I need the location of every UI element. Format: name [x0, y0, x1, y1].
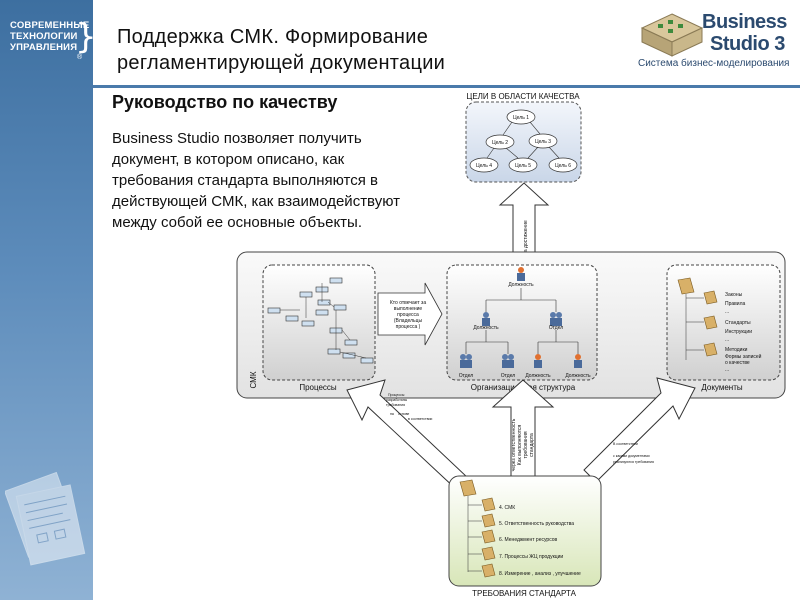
center-arrow-text: требования — [523, 431, 529, 458]
goal-label: Цель 4 — [476, 163, 492, 169]
doc-item-label: ... — [725, 309, 729, 315]
processes-label: Процессы — [299, 383, 337, 392]
logo-line-1: Business — [702, 11, 787, 33]
center-arrow — [491, 379, 555, 477]
org-node-label: Должность — [565, 373, 591, 379]
standard-title: ТРЕБОВАНИЯ СТАНДАРТА — [472, 589, 576, 598]
company-line-2: ТЕХНОЛОГИИ — [10, 31, 78, 42]
responsibility-line: процесса ) — [396, 324, 421, 330]
documents-panel — [666, 264, 781, 381]
company-line-1: СОВРЕМЕННЫЕ — [10, 20, 90, 31]
left-arrow-text: Процессы — [388, 393, 405, 397]
goal-label: Цель 3 — [535, 139, 551, 145]
left-arrow-text: в соответствии — [408, 417, 432, 421]
up-arrow — [498, 182, 550, 253]
title-line-1: Поддержка СМК. Формирование — [117, 26, 429, 48]
standard-item-label: 7. Процессы ЖЦ продукции — [499, 554, 563, 560]
doc-item-label: ... — [725, 337, 729, 343]
doc-item-label: ... — [725, 367, 729, 373]
goal-node — [548, 157, 578, 173]
person-icons — [460, 267, 582, 368]
doc-item-label: Инструкции — [725, 329, 752, 335]
body-line: действующей СМК, как взаимодействуют — [112, 193, 400, 210]
company-name: СОВРЕМЕННЫЕ ТЕХНОЛОГИИ УПРАВЛЕНИЯ — [10, 20, 89, 53]
title-line-2: регламентирующей документации — [117, 52, 446, 74]
responsibility-line: (Владельцы — [394, 318, 423, 324]
documents-label: Документы — [701, 383, 742, 392]
processes-panel — [262, 264, 376, 381]
goal-node — [528, 133, 558, 149]
center-arrow-text: через ответственность — [511, 418, 517, 471]
goal-node — [506, 109, 536, 125]
header-divider — [93, 85, 800, 88]
standard-item-label: 6. Менеджмент ресурсов — [499, 537, 558, 543]
sidebar: СОВРЕМЕННЫЕ ТЕХНОЛОГИИ УПРАВЛЕНИЯ } ® — [0, 0, 97, 600]
goal-label: Цель 6 — [555, 163, 571, 169]
smk-label: СМК — [249, 371, 258, 388]
left-arrow-text: на — [390, 412, 394, 416]
org-node-label: Отдел — [459, 373, 474, 379]
center-arrow-text: Как выполняются — [517, 425, 523, 466]
standard-item-label: 5. Ответственность руководства — [499, 521, 574, 527]
org-node-label: Должность — [508, 282, 534, 288]
cube-logo-icon — [640, 13, 704, 57]
brace-icon: } — [75, 17, 97, 57]
doc-item-label: Законы — [725, 292, 743, 298]
left-arrow-text: разработаны — [386, 398, 408, 402]
doc-item-label: Правила — [725, 301, 746, 307]
left-arrow-text: основе — [398, 412, 409, 416]
doc-item-label: Стандарты — [725, 320, 751, 326]
doc-item-label: Методики — [725, 347, 748, 353]
right-arrow-text: реализуются требования — [613, 460, 654, 464]
right-arrow-text: В соответствии — [613, 442, 638, 446]
section-subtitle: Руководство по качеству — [112, 92, 338, 112]
logo-line-2: Studio 3 — [710, 33, 785, 55]
up-arrow-label: На достижение — [523, 220, 529, 256]
company-line-3: УПРАВЛЕНИЯ — [10, 42, 78, 53]
org-panel — [446, 264, 598, 381]
org-node-label: Должность — [473, 325, 499, 331]
org-node-label: Отдел — [501, 373, 516, 379]
responsibility-line: выполнение — [394, 306, 423, 312]
responsibility-arrow — [377, 282, 443, 346]
doc-item-label: Формы записей — [725, 353, 762, 360]
body-text: Business Studio позволяет получить докум… — [112, 128, 462, 233]
responsibility-line: Кто отвечает за — [390, 300, 426, 306]
center-arrow-text: стандарта — [529, 433, 535, 457]
left-arrow-text: требования — [386, 403, 405, 407]
goal-label: Цель 1 — [513, 115, 529, 121]
doc-item-label: о качестве — [725, 360, 750, 366]
goal-node — [469, 157, 499, 173]
registered-mark: ® — [77, 54, 83, 61]
page-title: Поддержка СМК. Формирование регламентиру… — [117, 24, 445, 76]
goal-node — [485, 134, 515, 150]
standard-item-label: 8. Измерение , анализ , улучшение — [499, 571, 581, 577]
body-line: требования стандарта выполняются в — [112, 172, 378, 189]
body-line: документ, в котором описано, как — [112, 151, 345, 168]
goals-title: ЦЕЛИ В ОБЛАСТИ КАЧЕСТВА — [466, 92, 580, 101]
standard-item-label: 4. СМК — [499, 505, 515, 511]
org-node-label: Отдел — [549, 325, 564, 331]
goal-node — [508, 157, 538, 173]
org-node-label: Должность — [525, 373, 551, 379]
right-arrow-text: с какими документами — [613, 454, 650, 458]
responsibility-line: процесса — [397, 312, 419, 318]
folder-icons — [677, 277, 718, 357]
logo-tagline: Система бизнес-моделирования — [638, 58, 790, 69]
body-line: между собой ее основные объекты. — [112, 214, 362, 231]
standard-folder-icons — [459, 479, 496, 578]
document-stack-icon — [5, 471, 86, 566]
body-line: Business Studio позволяет получить — [112, 130, 362, 147]
goal-label: Цель 5 — [515, 163, 531, 169]
goal-label: Цель 2 — [492, 140, 508, 146]
